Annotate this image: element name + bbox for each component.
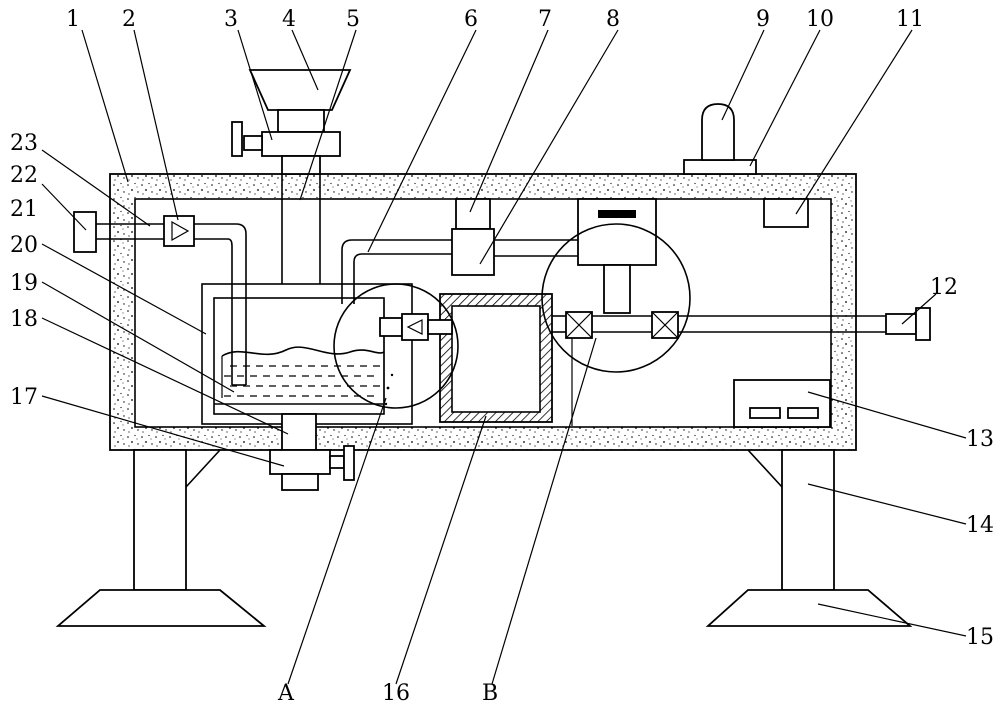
label-12: 12 [930, 275, 958, 300]
detail-circle-a [333, 283, 459, 409]
label-5: 5 [346, 7, 360, 32]
label-b: B [482, 681, 498, 706]
label-1: 1 [66, 7, 80, 32]
heating-box [439, 293, 553, 423]
right-leg [705, 449, 913, 627]
label-a: A [277, 681, 295, 706]
left-leg [55, 449, 267, 627]
label-10: 10 [806, 7, 834, 32]
label-19: 19 [10, 271, 38, 296]
label-23: 23 [10, 131, 38, 156]
label-17: 17 [10, 385, 38, 410]
label-16: 16 [382, 681, 410, 706]
feed-pipe [281, 174, 321, 298]
detail-circle-b [541, 223, 691, 373]
label-4: 4 [282, 7, 296, 32]
label-21: 21 [10, 197, 38, 222]
drain-valve [269, 413, 355, 491]
sensor-box [763, 198, 809, 228]
label-11: 11 [896, 7, 924, 32]
label-6: 6 [464, 7, 478, 32]
label-13: 13 [966, 427, 994, 452]
outlet-line [552, 307, 931, 426]
warning-light [683, 103, 757, 175]
label-14: 14 [966, 513, 994, 538]
label-7: 7 [538, 7, 552, 32]
part-labels: 1 2 3 4 5 6 7 8 9 10 11 12 13 14 15 16 1… [10, 7, 994, 706]
leader-lines [41, 29, 967, 685]
check-valve-line [379, 313, 453, 341]
filter-unit [451, 198, 578, 276]
label-22: 22 [10, 163, 38, 188]
tank [201, 283, 413, 425]
motor-housing [577, 198, 657, 314]
label-20: 20 [10, 233, 38, 258]
label-9: 9 [756, 7, 770, 32]
return-pipe [341, 239, 452, 304]
label-3: 3 [224, 7, 238, 32]
label-2: 2 [122, 7, 136, 32]
label-18: 18 [10, 307, 38, 332]
control-panel [733, 379, 831, 428]
feed-hopper [231, 69, 352, 175]
inlet-line [73, 211, 247, 386]
label-8: 8 [606, 7, 620, 32]
label-15: 15 [966, 625, 994, 650]
